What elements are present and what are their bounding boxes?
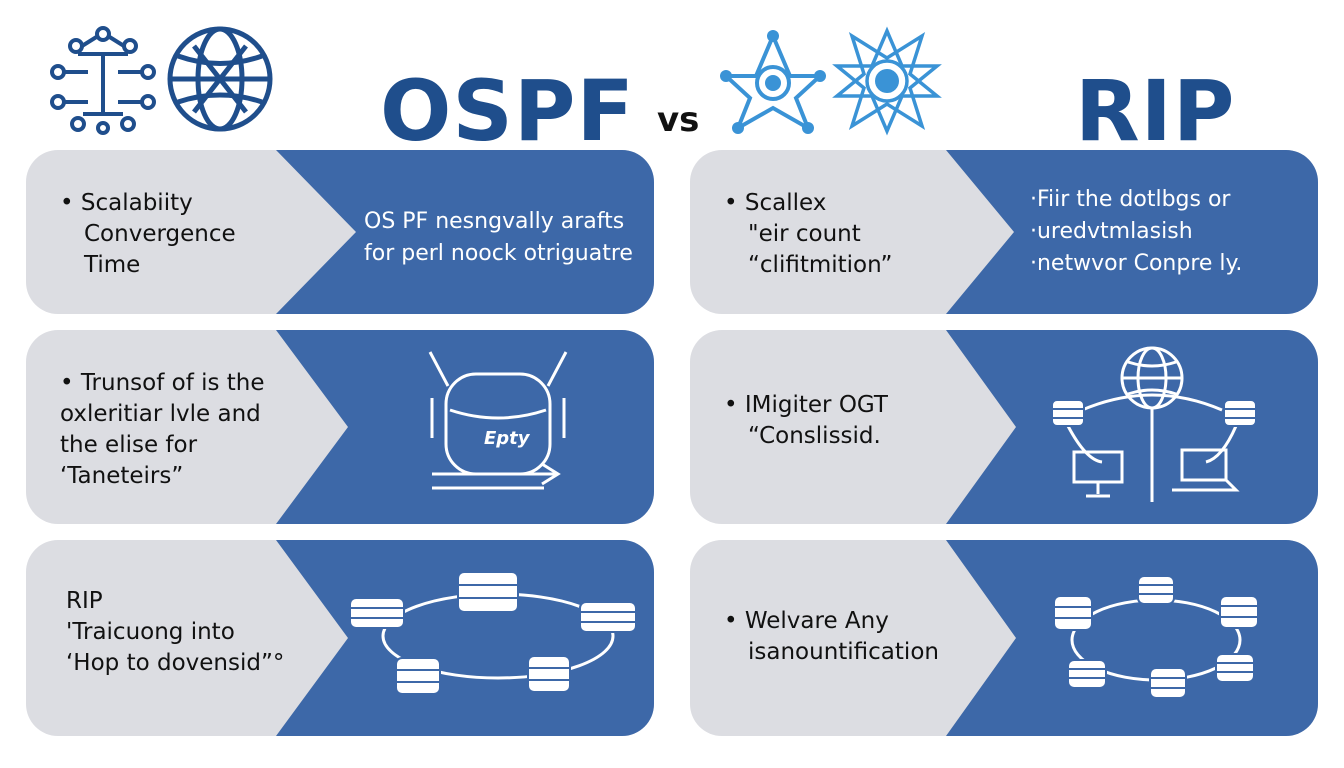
ospf-card-3-text: RIP 'Traicuong into ‘Hop to dovensid”°	[66, 586, 284, 679]
ospf-card-1-blue-panel	[276, 150, 654, 314]
rip-card-3-line: isanountification	[748, 639, 939, 665]
rip-card-1-line: • Scallex	[724, 190, 827, 216]
database-ring-icon	[349, 571, 637, 695]
rip-card-3: • Welvare Any isanountification	[690, 540, 1318, 736]
rip-card-1-right-text: ·Fiir the dotlbgs or ·uredvtmlasish ·net…	[1030, 184, 1242, 280]
rip-card-2-line: • IMigiter OGT	[724, 392, 888, 418]
ospf-card-2-line: ‘Taneteirs”	[60, 463, 184, 489]
rip-card-1-right-line: ·uredvtmlasish	[1030, 219, 1193, 244]
rip-card-1-right-line: ·netwvor Conpre ly.	[1030, 251, 1243, 276]
globe-icon	[167, 26, 273, 132]
ospf-card-2: • Trunsof of is the oxleritiar lvle and …	[26, 330, 654, 524]
ospf-card-1: • Scalabiity Convergence Time OS PF nesn…	[26, 150, 654, 314]
rip-card-1-line: “clifitmition”	[748, 252, 893, 278]
ospf-card-3-line: RIP	[66, 588, 103, 614]
ospf-card-1-line: • Scalabiity	[60, 190, 193, 216]
ospf-card-2-line: the elise for	[60, 432, 198, 458]
ospf-card-1-line: Time	[84, 252, 141, 278]
ospf-card-3-line: 'Traicuong into	[66, 619, 235, 645]
rip-card-2: • IMigiter OGT “Conslissid.	[690, 330, 1318, 524]
rip-card-3-text: • Welvare Any isanountification	[724, 606, 939, 668]
versus-label: vs	[657, 100, 700, 140]
ospf-card-1-right-line: OS PF nesngvally arafts	[364, 209, 625, 234]
rip-card-2-line: “Conslissid.	[748, 423, 881, 449]
rip-card-3-line: • Welvare Any	[724, 608, 889, 634]
ospf-card-2-line: • Trunsof of is the	[60, 370, 265, 396]
star-network-icon	[720, 30, 826, 134]
rip-card-1-blue-panel	[946, 150, 1318, 314]
database-server-icon: Epty	[428, 351, 568, 490]
ospf-card-2-text: • Trunsof of is the oxleritiar lvle and …	[60, 368, 265, 492]
ospf-card-1-line: Convergence	[84, 221, 236, 247]
database-label: Epty	[484, 428, 531, 449]
ospf-card-3: RIP 'Traicuong into ‘Hop to dovensid”°	[26, 540, 654, 736]
ospf-card-2-blue-panel	[276, 330, 654, 524]
rip-card-1-right-line: ·Fiir the dotlbgs or	[1030, 187, 1231, 212]
ospf-card-1-text: • Scalabiity Convergence Time	[60, 188, 236, 281]
ospf-card-1-right-text: OS PF nesngvally arafts for perl noock o…	[364, 206, 633, 270]
rip-card-2-text: • IMigiter OGT “Conslissid.	[724, 390, 888, 452]
ospf-card-3-line: ‘Hop to dovensid”°	[66, 650, 285, 676]
network-topology-icon	[1051, 346, 1257, 502]
rip-card-1-text: • Scallex "eir count “clifitmition”	[724, 188, 892, 281]
rip-card-3-blue-panel	[946, 540, 1318, 736]
page-title-rip: RIP	[1075, 62, 1236, 160]
atom-network-icon	[832, 26, 942, 136]
ospf-card-1-right-line: for perl noock otriguatre	[364, 241, 633, 266]
rip-card-1-line: "eir count	[748, 221, 861, 247]
ospf-card-2-line: oxleritiar lvle and	[60, 401, 261, 427]
rip-card-1: • Scallex "eir count “clifitmition” ·Fii…	[690, 150, 1318, 314]
page-title-ospf: OSPF	[380, 62, 635, 160]
database-ring-icon	[1053, 575, 1259, 699]
network-node-icon	[50, 26, 156, 135]
